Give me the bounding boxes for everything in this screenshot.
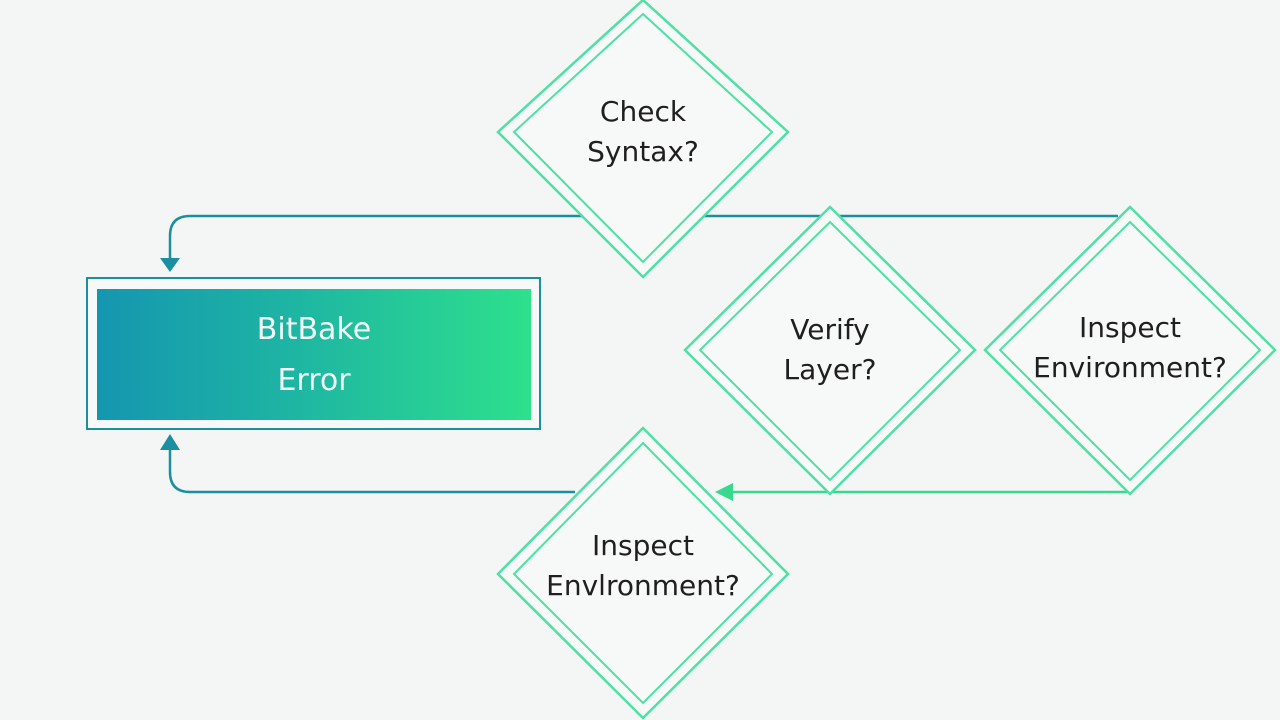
inspect-env-bottom-line-2: Envlronment? <box>546 569 740 602</box>
verify-layer-line-1: Verify <box>790 313 870 347</box>
arrowhead-top-return <box>160 258 180 272</box>
decision-inspect-environment-right-shape[interactable] <box>983 205 1277 496</box>
inspect-env-right-line-2: Environment? <box>1033 351 1227 384</box>
error-node[interactable]: BitBake Error <box>97 289 531 420</box>
error-node-line-2: Error <box>277 362 351 398</box>
decision-inspect-environment-bottom-shape[interactable] <box>496 426 790 720</box>
decision-inspect-environment-right-label: Inspect Environment? <box>1020 298 1240 398</box>
decision-verify-layer-shape[interactable] <box>683 205 977 496</box>
connector-top-return <box>168 214 1118 262</box>
inspect-env-bottom-line-1: Inspect <box>592 529 694 563</box>
inspect-env-right-line-1: Inspect <box>1079 311 1181 345</box>
check-syntax-line-1: Check <box>599 95 687 129</box>
error-node-line-1: BitBake <box>256 311 372 347</box>
check-syntax-line-2: Syntax? <box>587 135 699 168</box>
verify-layer-line-2: Layer? <box>783 353 877 386</box>
decision-check-syntax-label: Check Syntax? <box>543 82 743 182</box>
arrowhead-right-to-bottom <box>715 483 733 501</box>
connector-bottom-return <box>168 446 575 494</box>
decision-inspect-environment-bottom-label: Inspect Envlronment? <box>533 516 753 616</box>
arrowhead-bottom-return <box>160 434 180 450</box>
decision-verify-layer-label: Verify Layer? <box>730 300 930 400</box>
decision-check-syntax-shape[interactable] <box>496 0 790 279</box>
